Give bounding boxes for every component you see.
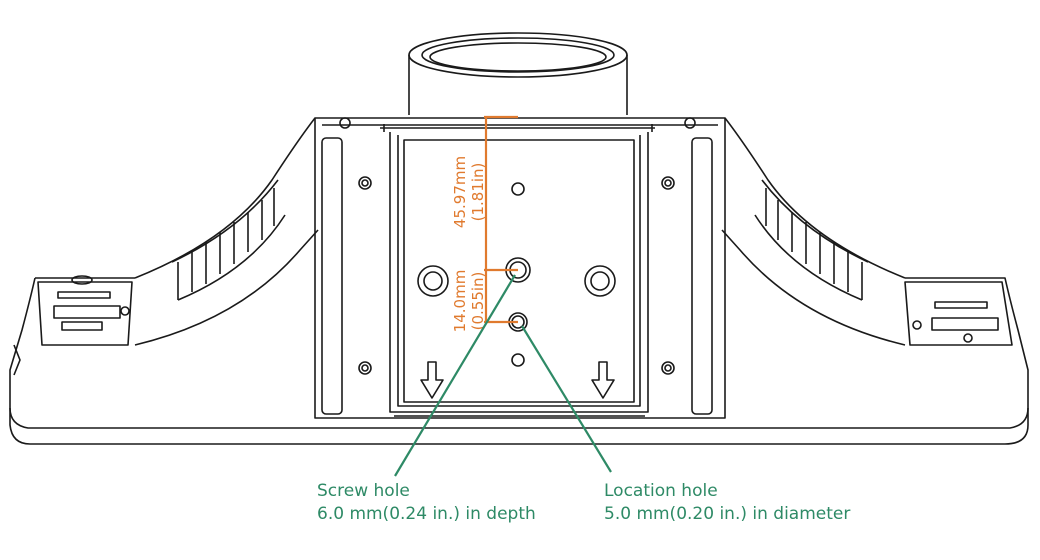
top-cylinder — [408, 32, 628, 115]
dimension-vertical-mm: 45.97mm — [451, 156, 469, 228]
dimension-vertical: 45.97mm (1.81in) — [451, 156, 487, 228]
right-label — [912, 301, 999, 343]
dimension-short-mm: 14.0mm — [451, 270, 469, 333]
mounting-holes — [417, 182, 616, 367]
screw-hole-leader — [394, 274, 516, 477]
location-hole-title: Location hole — [604, 481, 718, 501]
corner-screws — [358, 176, 675, 375]
right-arm — [721, 117, 906, 346]
screw-hole-title: Screw hole — [317, 481, 410, 501]
dimension-lines — [484, 115, 518, 324]
dimension-short: 14.0mm (0.55in) — [451, 270, 487, 333]
dimension-short-in: (0.55in) — [469, 272, 487, 331]
callout-leaders — [394, 274, 612, 477]
mounting-plate — [314, 117, 726, 419]
left-label — [13, 275, 130, 376]
left-arm — [134, 117, 319, 346]
screw-hole-detail: 6.0 mm(0.24 in.) in depth — [317, 504, 536, 524]
device-base — [9, 277, 1029, 445]
location-hole-leader — [521, 325, 612, 473]
slide-arrows — [420, 361, 615, 399]
location-hole-detail: 5.0 mm(0.20 in.) in diameter — [604, 504, 850, 524]
dimension-vertical-in: (1.81in) — [469, 163, 487, 222]
